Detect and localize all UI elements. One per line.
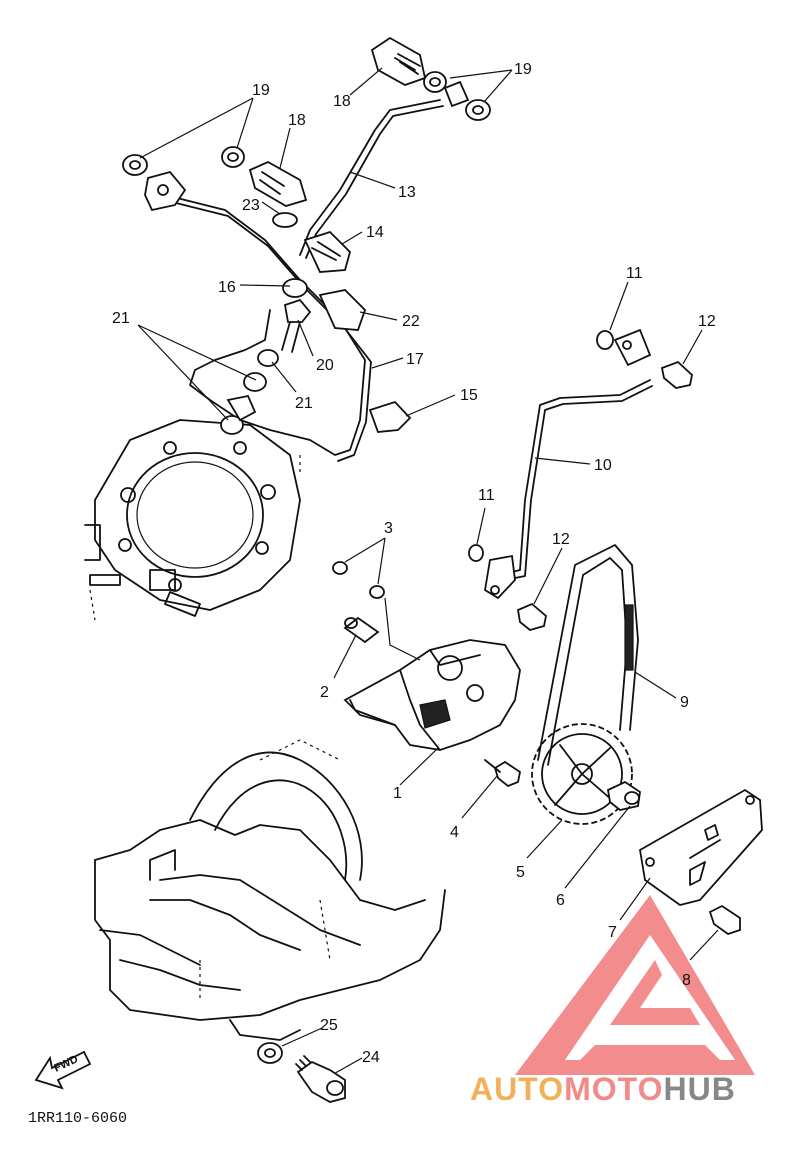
bolt-20-and-washers-21: [220, 298, 312, 435]
drain-washer: [257, 1042, 283, 1064]
callout: 16: [218, 279, 236, 296]
callout: 1: [393, 785, 402, 802]
callout: 21: [112, 310, 130, 327]
callout: 15: [460, 387, 478, 404]
chain: [537, 544, 639, 766]
callout: 17: [406, 351, 424, 368]
watermark-part-3: HUB: [663, 1071, 735, 1107]
callout: 18: [333, 93, 351, 110]
callout: 14: [366, 224, 384, 241]
callout: 2: [320, 684, 329, 701]
fwd-arrow: FWD: [34, 1050, 92, 1090]
callout: 12: [698, 313, 716, 330]
callout-labels: 19 18 19 18 13 23 14 16 22 21 20 17 21 1…: [112, 61, 716, 1066]
sprocket: [531, 723, 633, 825]
callout: 11: [626, 265, 643, 282]
watermark-part-1: AUTO: [470, 1071, 564, 1107]
o-rings-11: [468, 330, 614, 562]
watermark-part-2: MOTO: [564, 1071, 663, 1107]
bolt-6: [607, 780, 641, 811]
crankcase: [94, 739, 446, 1041]
callout: 23: [242, 197, 260, 214]
callout: 7: [608, 924, 617, 941]
oil-pump: [343, 639, 521, 751]
callout: 20: [316, 357, 334, 374]
dowel-pin: [343, 616, 380, 644]
callout: 25: [320, 1017, 338, 1034]
leader-lines: [137, 67, 719, 1077]
callout: 8: [682, 972, 691, 989]
callout: 6: [556, 892, 565, 909]
clamp-and-fittings: [272, 212, 367, 331]
callout: 5: [516, 864, 525, 881]
callout: 19: [514, 61, 532, 78]
callout: 3: [384, 520, 393, 537]
cover-plate: [639, 788, 763, 906]
o-rings: [332, 561, 385, 599]
cylinder-block: [84, 419, 301, 621]
figure-code: 1RR110-6060: [28, 1110, 127, 1127]
watermark-text: AUTOMOTOHUB: [470, 1071, 736, 1107]
callout: 13: [398, 184, 416, 201]
bolt-8: [708, 904, 741, 935]
callout: 11: [478, 487, 495, 504]
callout: 10: [594, 457, 612, 474]
svg-text:AUTOMOTOHUB: AUTOMOTOHUB: [470, 1071, 736, 1107]
callout: 24: [362, 1049, 380, 1066]
callout: 22: [402, 313, 420, 330]
callout: 4: [450, 824, 459, 841]
callout: 9: [680, 694, 689, 711]
watermark-logo: [515, 895, 755, 1075]
callout: 21: [295, 395, 313, 412]
callout: 19: [252, 82, 270, 99]
callout: 18: [288, 112, 306, 129]
bolts-12: [516, 360, 693, 631]
union-bolts: [248, 36, 427, 207]
washers: [122, 71, 491, 176]
callout: 12: [552, 531, 570, 548]
bolt-4: [484, 759, 522, 788]
drain-bolt: [295, 1055, 346, 1103]
oil-pipe-10: [484, 328, 653, 600]
